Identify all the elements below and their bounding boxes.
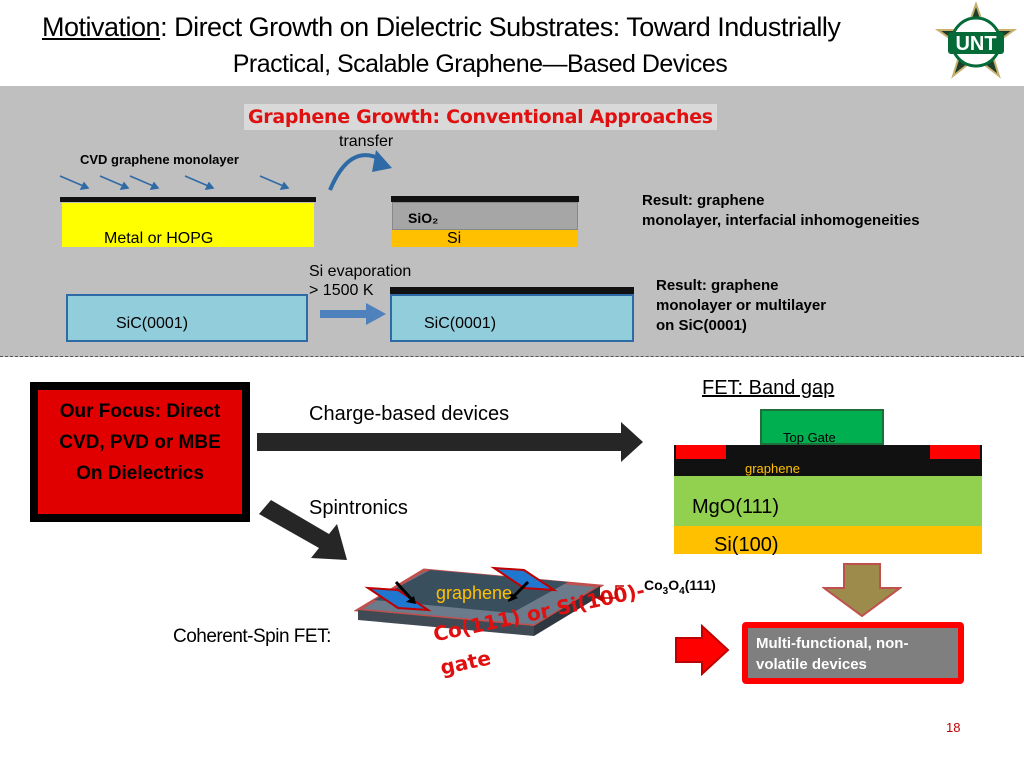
top-gate bbox=[760, 409, 884, 445]
fet-graphene-label: graphene bbox=[745, 461, 800, 476]
mgo-label: MgO(111) bbox=[692, 496, 780, 518]
top-gate-label: Top Gate bbox=[783, 430, 836, 445]
spintronics-label: Spintronics bbox=[309, 497, 408, 519]
result2-line3: on SiC(0001) bbox=[656, 317, 747, 334]
sio2-layer bbox=[392, 202, 578, 230]
graphene-layer-sio2 bbox=[391, 196, 579, 202]
down-arrow bbox=[822, 563, 902, 618]
evaporation-label-line1: Si evaporation bbox=[309, 263, 412, 280]
si100-label: Si(100) bbox=[714, 534, 779, 556]
conventional-heading: Graphene Growth: Conventional Approaches bbox=[244, 104, 717, 130]
result1-line1: Result: graphene bbox=[642, 192, 765, 209]
title-motivation: Motivation bbox=[42, 12, 161, 42]
co3o4-tail: (111) bbox=[684, 577, 716, 593]
outcome-box: Multi-functional, non- volatile devices bbox=[742, 622, 964, 684]
co3o4-co: Co bbox=[644, 577, 663, 593]
title-line1-rest: : Direct Growth on Dielectric Substrates… bbox=[160, 12, 841, 42]
drain-contact bbox=[930, 445, 980, 459]
source-contact bbox=[676, 445, 726, 459]
cvd-label: CVD graphene monolayer bbox=[80, 152, 239, 167]
page-number: 18 bbox=[946, 720, 961, 735]
right-arrow bbox=[675, 623, 730, 677]
si-label: Si bbox=[447, 230, 462, 247]
charge-devices-label: Charge-based devices bbox=[309, 403, 510, 425]
sic-substrate-left bbox=[66, 294, 308, 342]
slide-title-line2: Practical, Scalable Graphene—Based Devic… bbox=[232, 50, 728, 78]
fet-heading: FET: Band gap bbox=[702, 377, 835, 399]
co3o4-sub2: 4 bbox=[679, 585, 685, 597]
result2-line2: monolayer or multilayer bbox=[656, 297, 827, 314]
sic-left-label: SiC(0001) bbox=[116, 315, 189, 332]
focus-line3: On Dielectrics bbox=[76, 463, 204, 484]
focus-arrows bbox=[257, 422, 643, 560]
outcome-line1: Multi-functional, non- bbox=[756, 635, 909, 652]
sic-substrate-right bbox=[390, 294, 634, 342]
deposition-arrows bbox=[59, 175, 290, 190]
result1-line2: monolayer, interfacial inhomogeneities bbox=[642, 212, 920, 229]
pointer-arrow bbox=[596, 585, 624, 602]
focus-line1: Our Focus: Direct bbox=[59, 401, 221, 422]
transfer-label: transfer bbox=[339, 133, 394, 150]
mgo-layer bbox=[674, 476, 982, 526]
spin-graphene-label: graphene bbox=[436, 583, 513, 603]
slide-title-line1: Motivation: Direct Growth on Dielectric … bbox=[42, 12, 922, 43]
si100-layer bbox=[674, 526, 982, 554]
unt-logo-icon: UNT bbox=[934, 0, 1018, 79]
outcome-line2: volatile devices bbox=[756, 656, 867, 673]
metal-substrate bbox=[62, 203, 314, 247]
sic-right-label: SiC(0001) bbox=[424, 315, 497, 332]
transfer-arrow bbox=[328, 150, 392, 191]
sio2-label: SiO₂ bbox=[408, 210, 439, 226]
focus-box: Our Focus: Direct CVD, PVD or MBE On Die… bbox=[30, 382, 250, 522]
evaporation-label-line2: > 1500 K bbox=[309, 282, 374, 299]
metal-label: Metal or HOPG bbox=[104, 230, 214, 247]
unt-logo: UNT bbox=[934, 0, 1018, 82]
graphene-layer-sic bbox=[390, 287, 634, 294]
co3o4-label: Co3O4(111) bbox=[644, 577, 716, 597]
graphene-layer-metal bbox=[60, 197, 316, 202]
spin-fet-device bbox=[354, 566, 604, 636]
evaporation-arrow bbox=[320, 303, 386, 325]
si-layer bbox=[392, 230, 578, 247]
co3o4-o: O bbox=[668, 577, 680, 593]
co3o4-sub1: 3 bbox=[662, 585, 669, 597]
result2-line1: Result: graphene bbox=[656, 277, 779, 294]
unt-logo-text: UNT bbox=[955, 33, 996, 55]
coherent-spin-fet-label: Coherent-Spin FET: bbox=[173, 626, 331, 647]
focus-line2: CVD, PVD or MBE bbox=[59, 432, 221, 453]
